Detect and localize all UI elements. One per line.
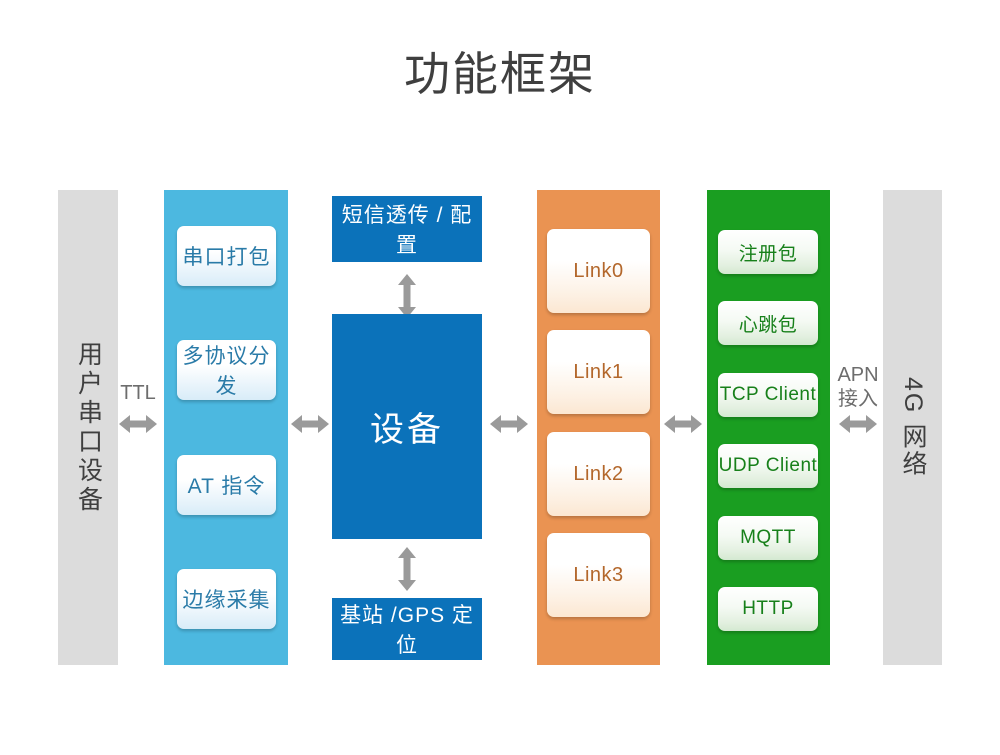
double-arrow-horizontal-icon bbox=[664, 412, 702, 436]
double-arrow-vertical-icon bbox=[395, 547, 419, 591]
protocol-chip-label: 注册包 bbox=[738, 243, 798, 265]
device-box-label: 设备 bbox=[370, 411, 444, 449]
protocol-chip-label: 心跳包 bbox=[738, 314, 798, 336]
double-arrow-horizontal-icon bbox=[490, 412, 528, 436]
sms-box-label: 短信透传 / 配置 bbox=[341, 204, 473, 257]
base-station-gps-box[interactable]: 基站 /GPS 定位 bbox=[332, 598, 482, 660]
apn-label-line2: 接入 bbox=[838, 388, 878, 410]
link-chip-label: Link2 bbox=[573, 462, 624, 485]
serial-chip-at-command[interactable]: AT 指令 bbox=[177, 455, 276, 515]
protocol-chip-label: UDP Client bbox=[718, 455, 818, 476]
page-title: 功能框架 bbox=[404, 48, 596, 100]
double-arrow-horizontal-icon bbox=[119, 412, 157, 436]
serial-chip-label: 边缘采集 bbox=[182, 589, 271, 612]
protocol-chip-label: HTTP bbox=[742, 598, 794, 619]
network-4g-band bbox=[883, 190, 942, 665]
protocol-chip-mqtt[interactable]: MQTT bbox=[718, 516, 818, 560]
protocol-chip-udp-client[interactable]: UDP Client bbox=[718, 444, 818, 488]
link-chip-link3[interactable]: Link3 bbox=[547, 533, 650, 617]
protocol-chip-tcp-client[interactable]: TCP Client bbox=[718, 373, 818, 417]
user-serial-device-band bbox=[58, 190, 118, 665]
link-chip-label: Link0 bbox=[573, 259, 624, 282]
sms-transparent-config-box[interactable]: 短信透传 / 配置 bbox=[332, 196, 482, 262]
protocol-chip-http[interactable]: HTTP bbox=[718, 587, 818, 631]
protocol-chip-label: TCP Client bbox=[719, 384, 817, 405]
serial-chip-edge-collection[interactable]: 边缘采集 bbox=[177, 569, 276, 629]
double-arrow-vertical-icon bbox=[395, 274, 419, 318]
network-4g-label: 4G 网络 bbox=[899, 377, 927, 478]
serial-chip-label: AT 指令 bbox=[187, 475, 266, 498]
double-arrow-horizontal-icon bbox=[291, 412, 329, 436]
link-chip-link2[interactable]: Link2 bbox=[547, 432, 650, 516]
link-chip-link0[interactable]: Link0 bbox=[547, 229, 650, 313]
device-box[interactable]: 设备 bbox=[332, 314, 482, 539]
protocol-chip-heartbeat-packet[interactable]: 心跳包 bbox=[718, 301, 818, 345]
serial-chip-label: 串口打包 bbox=[182, 246, 271, 269]
link-chip-label: Link3 bbox=[573, 563, 624, 586]
link-chip-label: Link1 bbox=[573, 360, 624, 383]
protocol-chip-register-packet[interactable]: 注册包 bbox=[718, 230, 818, 274]
protocol-chip-label: MQTT bbox=[740, 527, 796, 548]
link-chip-link1[interactable]: Link1 bbox=[547, 330, 650, 414]
base-station-gps-label: 基站 /GPS 定位 bbox=[340, 604, 474, 657]
serial-chip-label: 多协议分发 bbox=[182, 345, 271, 398]
double-arrow-horizontal-icon bbox=[839, 412, 877, 436]
ttl-label: TTL bbox=[120, 382, 156, 404]
serial-chip-packet[interactable]: 串口打包 bbox=[177, 226, 276, 286]
serial-chip-multiprotocol[interactable]: 多协议分发 bbox=[177, 340, 276, 400]
user-serial-device-label: 用户串口设备 bbox=[74, 340, 103, 515]
apn-label-line1: APN bbox=[837, 364, 879, 386]
